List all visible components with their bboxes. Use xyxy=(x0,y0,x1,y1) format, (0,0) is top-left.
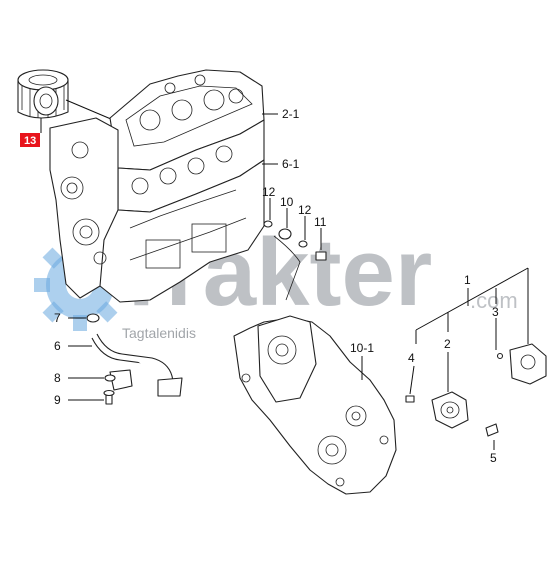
callout-5: 5 xyxy=(490,451,497,465)
gear-case-cover xyxy=(233,315,397,495)
callout-4: 4 xyxy=(408,351,415,365)
callout-12b: 12 xyxy=(298,203,312,217)
oil-pump xyxy=(405,343,547,437)
callout-8: 8 xyxy=(54,371,61,385)
callout-13: 13 xyxy=(24,135,36,147)
callout-12a: 12 xyxy=(262,185,276,199)
callout-1: 1 xyxy=(464,273,471,287)
callout-6-1: 6-1 xyxy=(282,157,300,171)
highlight-badge xyxy=(20,133,40,147)
watermark-tagline: Tagtalenidis xyxy=(122,325,196,341)
callout-3: 3 xyxy=(492,305,499,319)
dipstick xyxy=(273,235,301,301)
callout-2: 2 xyxy=(444,337,451,351)
leader-lines xyxy=(68,113,529,450)
callout-6: 6 xyxy=(54,339,61,353)
callout-9: 9 xyxy=(54,393,61,407)
watermark-domain: .com xyxy=(470,288,518,313)
oil-pickup xyxy=(86,313,183,405)
callout-7: 7 xyxy=(54,311,61,325)
callout-10-1: 10-1 xyxy=(350,341,374,355)
engine-block xyxy=(49,69,265,303)
oil-filter xyxy=(17,69,69,119)
callout-2-1: 2-1 xyxy=(282,107,300,121)
small-parts-upper xyxy=(263,220,327,261)
callout-11: 11 xyxy=(314,215,327,229)
callout-labels: 2-1 6-1 12 10 12 11 7 6 8 9 10-1 1 3 4 2… xyxy=(54,107,499,465)
callout-10: 10 xyxy=(280,195,294,209)
